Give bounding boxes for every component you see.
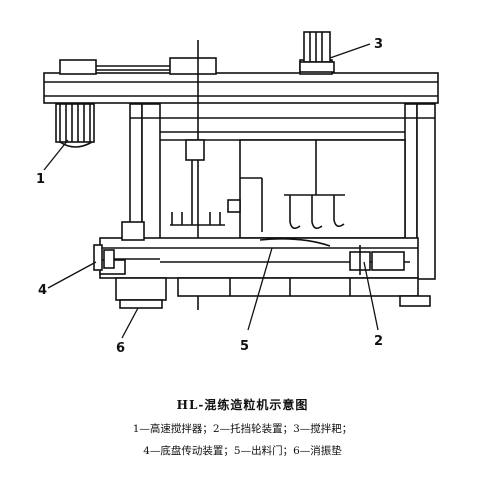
frame-columns bbox=[129, 103, 436, 280]
label-3: 3 bbox=[374, 37, 383, 52]
figure-title: HL-混练造粒机示意图 bbox=[176, 398, 309, 412]
mixing-rake bbox=[284, 140, 345, 230]
top-beam bbox=[43, 57, 439, 104]
mixing-pan bbox=[239, 139, 406, 239]
figure-legend-line-2: 4—底盘传动装置；5—出料门；6—消振垫 bbox=[143, 445, 342, 457]
label-6: 6 bbox=[116, 341, 125, 356]
leader-lines bbox=[43, 43, 379, 339]
damping-pads bbox=[115, 277, 431, 309]
label-2: 2 bbox=[374, 334, 383, 349]
mixing-rake-left bbox=[170, 139, 241, 226]
figure-legend-line-1: 1—高速搅拌器；2—托挡轮装置；3—搅拌耙； bbox=[132, 423, 353, 435]
label-5: 5 bbox=[240, 339, 249, 354]
chassis-drive bbox=[93, 244, 160, 271]
high-speed-mixer bbox=[55, 103, 95, 148]
label-1: 1 bbox=[36, 172, 45, 187]
top-motor bbox=[299, 31, 335, 73]
label-4: 4 bbox=[38, 283, 47, 298]
